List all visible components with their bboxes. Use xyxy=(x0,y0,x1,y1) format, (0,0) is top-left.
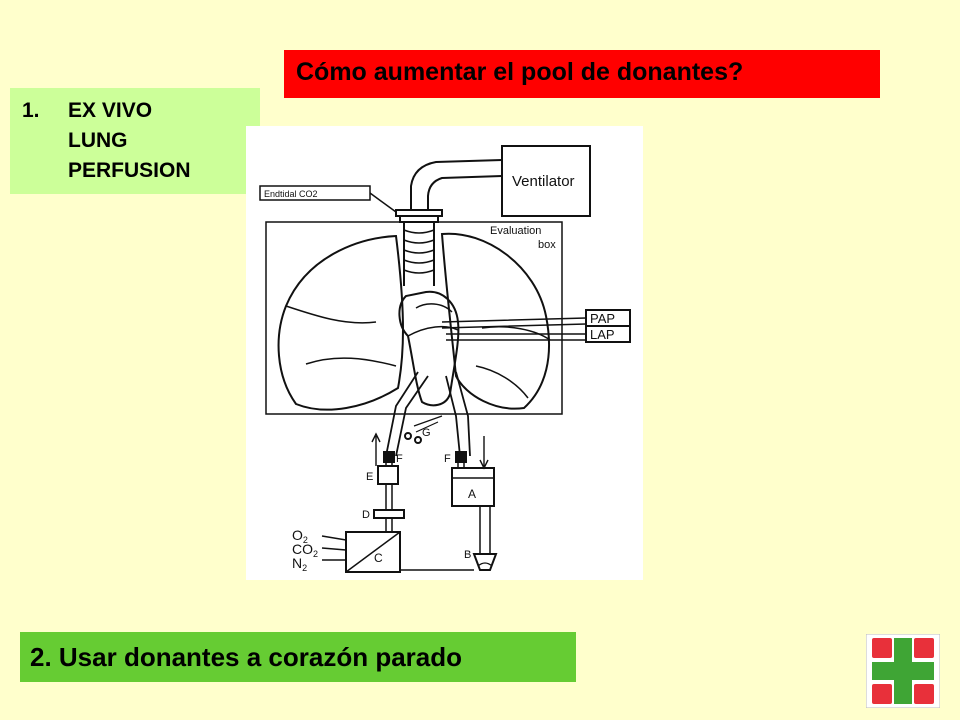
n2-label: N2 xyxy=(292,555,307,573)
up-arrow xyxy=(371,432,381,466)
clamp-g-handle-2 xyxy=(414,436,422,444)
pump-b xyxy=(472,553,498,571)
item-1-line-2: LUNG xyxy=(68,129,128,152)
heart-detail xyxy=(407,325,459,337)
evaluation-box-label: box xyxy=(538,239,556,251)
gas-inlets xyxy=(321,535,347,561)
item-1-box: 1. EX VIVO LUNG PERFUSION xyxy=(10,88,260,194)
lap-box xyxy=(585,325,631,343)
co2-label: CO2 xyxy=(292,541,318,559)
evaluation-box xyxy=(265,221,563,415)
left-lung-fissure-2 xyxy=(305,357,397,367)
down-arrow xyxy=(479,436,489,470)
right-lung-fissure-2 xyxy=(475,365,529,399)
hospital-cross-logo xyxy=(865,633,941,709)
o2-label: O2 xyxy=(292,527,308,545)
clamp-g xyxy=(413,415,443,433)
ventilator-tube-outer xyxy=(410,159,503,210)
item-1-text: EX VIVO LUNG PERFUSION xyxy=(68,96,191,186)
f-right-marker xyxy=(455,451,467,463)
e-box xyxy=(377,465,399,485)
pap-label: PAP xyxy=(590,311,615,326)
d-box xyxy=(373,509,405,519)
item-1-line-1: EX VIVO xyxy=(68,99,153,122)
f-left-label: F xyxy=(396,453,403,465)
item-1-line-3: PERFUSION xyxy=(68,159,191,182)
c-label: C xyxy=(374,551,383,565)
trachea xyxy=(403,222,435,286)
right-lung xyxy=(440,232,551,410)
d-label: D xyxy=(362,509,370,521)
endtidal-line xyxy=(369,192,397,213)
b-label: B xyxy=(464,549,471,561)
tube-connector-bottom xyxy=(399,215,439,223)
diagram-svg: Ventilator Endtidal CO2 Evaluation box P… xyxy=(259,145,631,573)
a-label: A xyxy=(468,487,476,501)
trachea-rings xyxy=(403,229,435,274)
lung-perfusion-diagram: Ventilator Endtidal CO2 Evaluation box P… xyxy=(246,126,643,580)
f-left-marker xyxy=(383,451,395,463)
evaluation-label: Evaluation xyxy=(490,225,541,237)
ventilator-box xyxy=(501,145,591,217)
lap-label: LAP xyxy=(590,327,615,342)
pap-catheter xyxy=(441,317,587,329)
oxygenator-c xyxy=(345,531,401,573)
left-lung-fissure xyxy=(285,305,377,324)
f-right-label: F xyxy=(444,453,451,465)
heart xyxy=(398,290,460,407)
hospital-cross-icon xyxy=(865,633,941,709)
endtidal-label: Endtidal CO2 xyxy=(264,189,318,199)
g-label: G xyxy=(422,427,431,439)
ventilator-tube-inner xyxy=(427,175,503,210)
reservoir-a xyxy=(451,467,495,507)
lap-catheter xyxy=(446,333,586,341)
e-label: E xyxy=(366,471,373,483)
ventilator-label: Ventilator xyxy=(512,173,575,190)
item-1-number: 1. xyxy=(22,99,40,122)
left-lung xyxy=(277,234,404,411)
clamp-g-handle-1 xyxy=(404,432,412,440)
item-2-box: 2. Usar donantes a corazón parado xyxy=(20,632,576,682)
page-title: Cómo aumentar el pool de donantes? xyxy=(284,50,880,98)
left-atrium-line xyxy=(445,371,471,457)
pulmonary-artery-line xyxy=(385,371,429,457)
heart-detail-2 xyxy=(415,303,453,313)
